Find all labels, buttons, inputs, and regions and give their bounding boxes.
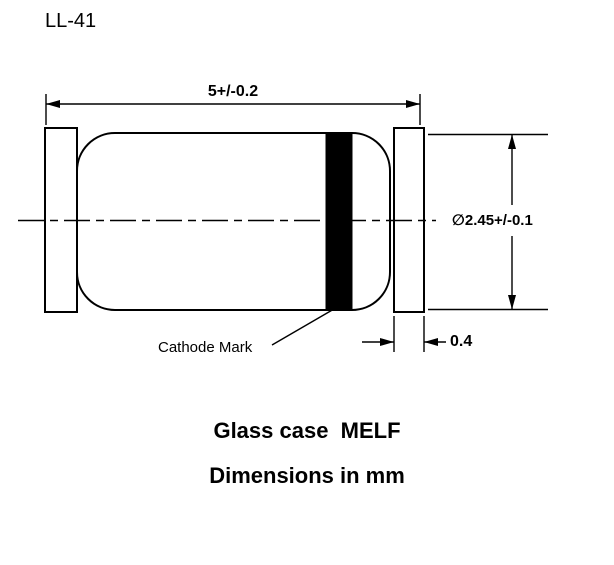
arrow-up-icon	[508, 134, 516, 149]
part-name: LL-41	[45, 10, 97, 32]
glass-body	[76, 132, 391, 311]
length-dimension-text: 5+/-0.2	[207, 83, 259, 100]
case-caption: Glass case MELF	[213, 418, 401, 443]
arrow-inward-left-icon	[424, 338, 438, 346]
terminal-width-dimension	[362, 316, 446, 352]
length-dimension	[45, 94, 421, 125]
cathode-leader-line	[271, 308, 335, 346]
cathode-band	[325, 134, 353, 309]
diameter-dimension-text: ∅2.45+/-0.1	[452, 212, 533, 229]
arrow-left-icon	[46, 100, 60, 108]
diameter-dimension	[428, 133, 548, 311]
arrow-right-icon	[406, 100, 420, 108]
terminal-width-dimension-text: 0.4	[450, 333, 473, 350]
arrow-inward-right-icon	[380, 338, 394, 346]
cathode-mark-label: Cathode Mark	[158, 339, 253, 356]
arrow-down-icon	[508, 295, 516, 310]
units-caption: Dimensions in mm	[209, 463, 405, 488]
